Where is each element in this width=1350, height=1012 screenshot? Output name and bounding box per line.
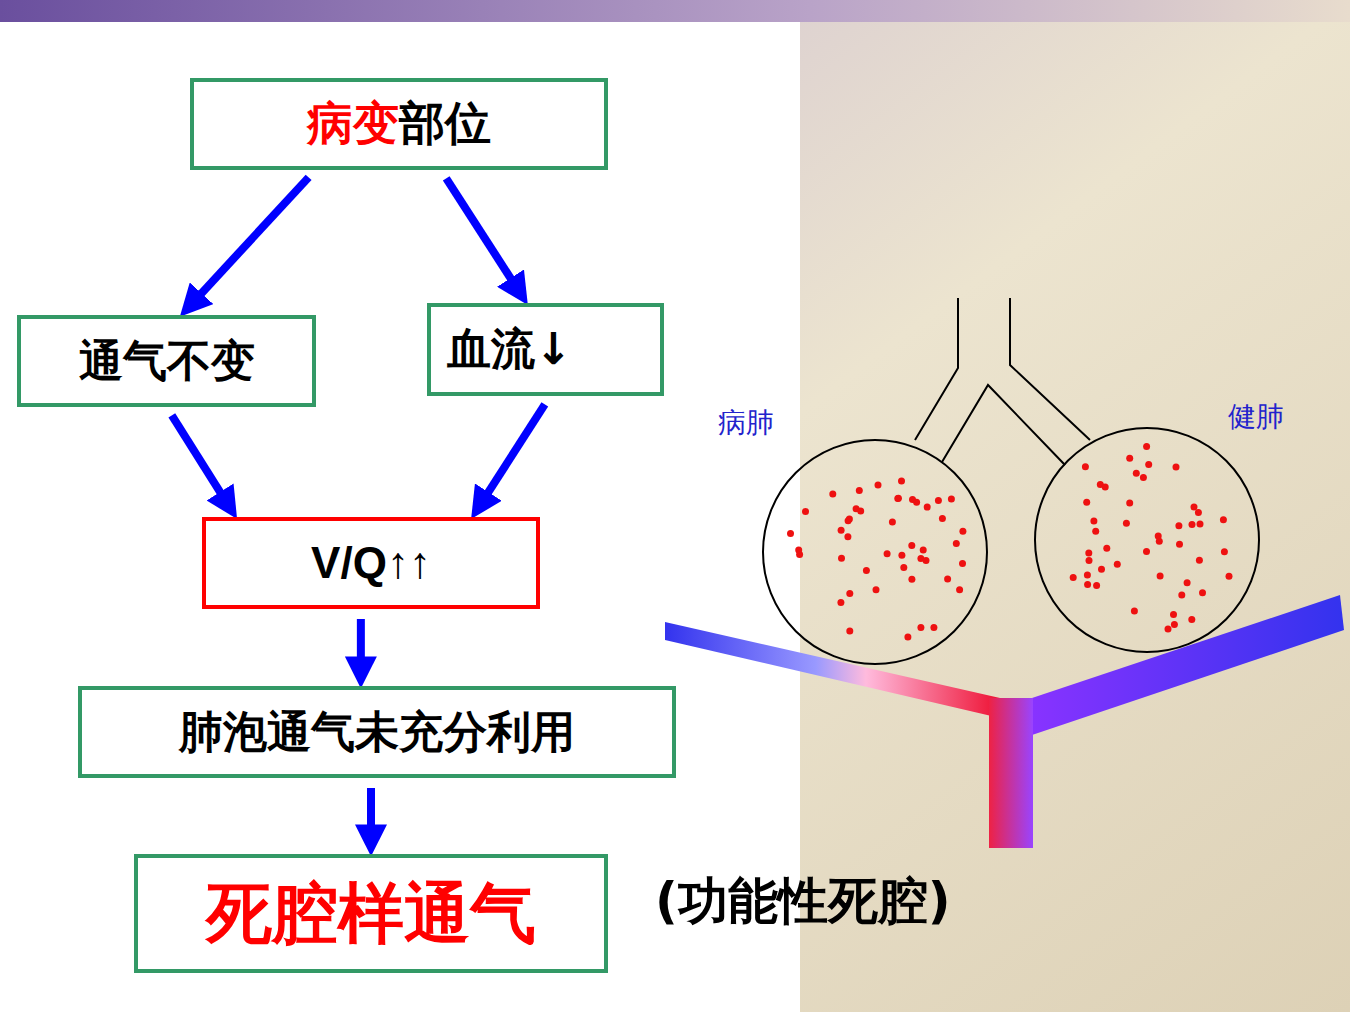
- flow-arrow: [367, 788, 375, 842]
- process-box: 肺泡通气未充分利用: [78, 686, 676, 778]
- box-text: 部位: [399, 93, 491, 155]
- box-text: 死腔样通气: [206, 869, 536, 959]
- bronchus: [942, 385, 1065, 465]
- alveolus: [763, 440, 987, 664]
- box-text: 病变: [307, 93, 399, 155]
- part-name: 健肺: [1228, 398, 1284, 436]
- bronchus: [915, 298, 958, 440]
- red-dots: [787, 443, 1233, 640]
- alveolus: [1035, 428, 1259, 652]
- flow-arrow: [479, 404, 545, 506]
- blood-vessel: [1032, 595, 1344, 735]
- process-box: 病变部位: [190, 78, 608, 170]
- flow-arrow: [172, 415, 230, 506]
- blood-vessel: [989, 698, 1033, 848]
- process-box: V/Q↑↑: [202, 517, 540, 609]
- box-text: 通气不变: [79, 332, 255, 391]
- part-name: 病肺: [718, 404, 774, 442]
- flow-arrow: [190, 177, 309, 306]
- box-text: V/Q↑↑: [311, 538, 431, 588]
- box-text: 血流↓: [447, 320, 572, 379]
- process-box: 血流↓: [427, 303, 664, 396]
- process-box: 死腔样通气: [134, 854, 608, 973]
- flow-arrow: [446, 178, 520, 293]
- note-text: (功能性死腔): [655, 868, 951, 935]
- box-text: 肺泡通气未充分利用: [179, 703, 575, 762]
- bronchus: [1010, 298, 1090, 440]
- process-box: 通气不变: [17, 315, 316, 407]
- flow-arrow: [357, 619, 365, 674]
